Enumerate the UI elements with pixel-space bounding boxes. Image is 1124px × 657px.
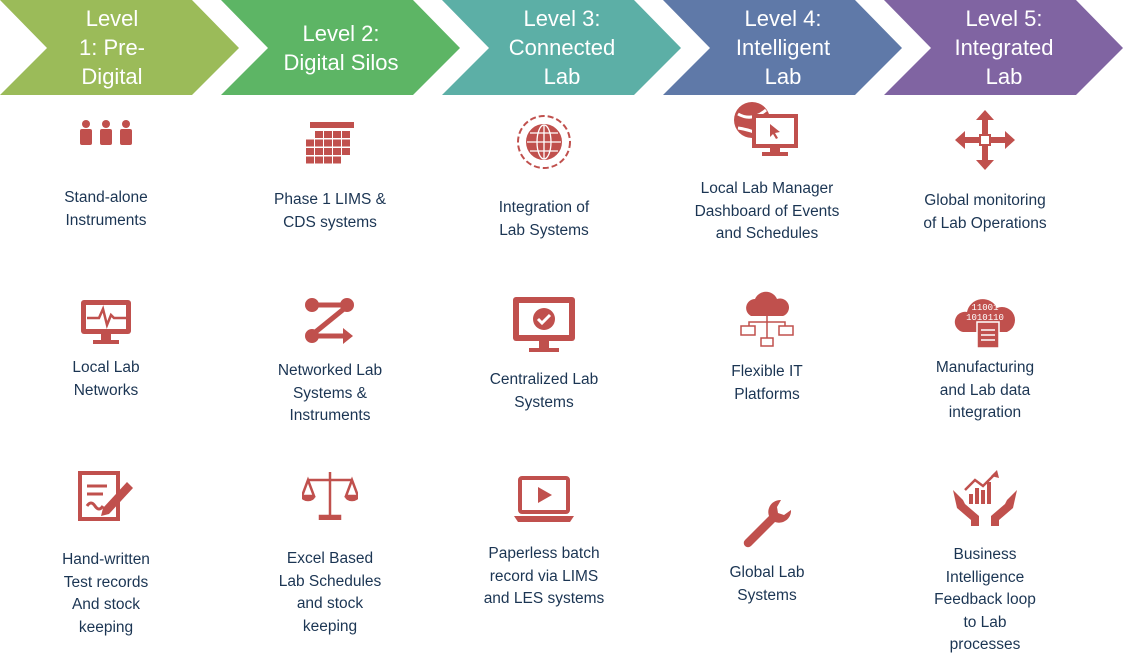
- item-label: Centralized Lab Systems: [489, 371, 599, 411]
- level-3-item: Paperless batch record via LIMS and LES …: [444, 476, 644, 607]
- level-4-chevron: [663, 0, 902, 95]
- level-2-chevron: [221, 0, 460, 95]
- hands-chart-icon: [953, 470, 1017, 526]
- scales-icon: [302, 472, 358, 520]
- cloud-network-icon: [740, 291, 794, 347]
- item-label: Manufacturing and Lab data integration: [935, 359, 1035, 421]
- level-1-item: Hand-written Test records And stock keep…: [6, 470, 206, 636]
- level-3-chevron: [442, 0, 681, 95]
- item-label: Paperless batch record via LIMS and LES …: [483, 545, 605, 607]
- level-1-item: Local Lab Networks: [6, 298, 206, 399]
- level-3-label: Level 3: Connected Lab: [508, 6, 616, 89]
- item-label: Stand-alone Instruments: [64, 189, 148, 229]
- level-4-item: Flexible IT Platforms: [667, 290, 867, 403]
- level-2-item: Networked Lab Systems & Instruments: [230, 298, 430, 424]
- handwriting-icon: [78, 471, 133, 521]
- item-label: Networked Lab Systems & Instruments: [277, 362, 383, 424]
- network-arrows-icon: [305, 298, 354, 344]
- level-4-label: Level 4: Intelligent Lab: [735, 6, 831, 89]
- svg-text:1010110: 1010110: [966, 313, 1004, 323]
- level-4-item: Global Lab Systems: [667, 496, 867, 604]
- item-label: Local Lab Networks: [72, 359, 140, 399]
- level-2-item: Excel Based Lab Schedules and stock keep…: [230, 470, 430, 635]
- level-5-chevron: [884, 0, 1123, 95]
- level-2-label: Level 2: Digital Silos: [283, 20, 399, 75]
- calendar-grid-icon: [306, 122, 354, 164]
- monitor-check-icon: [513, 297, 575, 352]
- item-label: Integration of Lab Systems: [498, 199, 590, 239]
- level-1-item: Stand-alone Instruments: [6, 118, 206, 229]
- move-arrows-icon: [955, 110, 1015, 170]
- item-label: Phase 1 LIMS & CDS systems: [273, 191, 386, 231]
- level-5-item: Global monitoring of Lab Operations: [885, 110, 1085, 232]
- level-2-item: Phase 1 LIMS & CDS systems: [230, 122, 430, 231]
- monitor-pulse-icon: [81, 300, 131, 344]
- level-chevrons: [0, 0, 1123, 95]
- globe-orbit-icon: [517, 115, 571, 169]
- item-label: Local Lab Manager Dashboard of Events an…: [694, 180, 840, 242]
- item-label: Global Lab Systems: [729, 564, 805, 604]
- wrench-icon: [743, 499, 792, 548]
- item-label: Hand-written Test records And stock keep…: [62, 551, 150, 636]
- globe-dashboard-icon: [734, 102, 798, 156]
- level-1-chevron: [0, 0, 239, 95]
- item-label: Global monitoring of Lab Operations: [923, 192, 1047, 232]
- level-3-item: Centralized Lab Systems: [444, 295, 644, 411]
- level-4-item: Local Lab Manager Dashboard of Events an…: [667, 100, 867, 242]
- level-5-item: Business Intelligence Feedback loop to L…: [885, 470, 1085, 653]
- level-3-item: Integration of Lab Systems: [444, 112, 644, 239]
- item-label: Flexible IT Platforms: [731, 363, 803, 403]
- people-icon: [80, 120, 132, 145]
- level-5-label: Level 5: Integrated Lab: [954, 6, 1054, 89]
- item-label: Excel Based Lab Schedules and stock keep…: [278, 550, 382, 635]
- laptop-play-icon: [514, 476, 574, 522]
- level-1-label: Level 1: Pre- Digital: [78, 6, 146, 89]
- svg-text:11001: 11001: [971, 303, 998, 313]
- item-label: Business Intelligence Feedback loop to L…: [934, 546, 1036, 653]
